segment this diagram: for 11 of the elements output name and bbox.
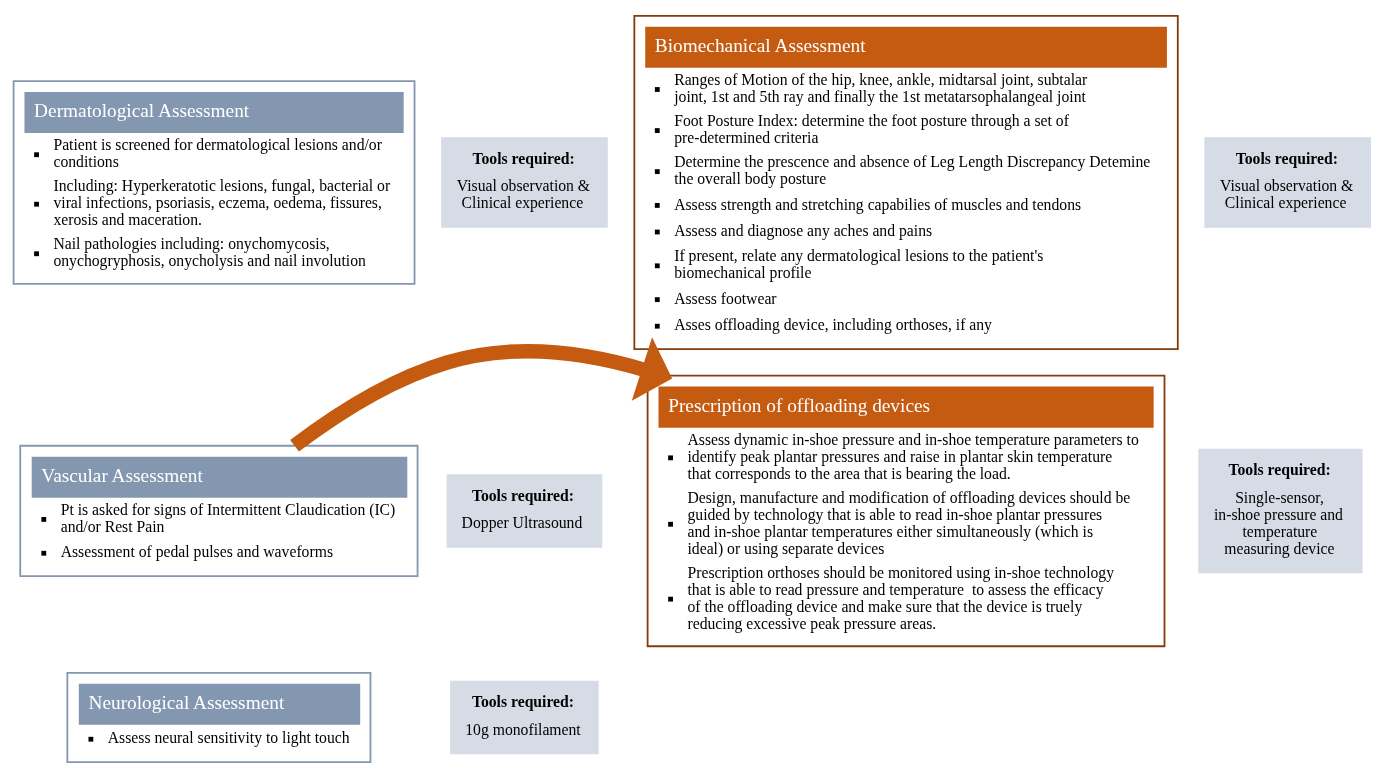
node-box: Neurological Assessment Assess neural sensitivity to light touch	[66, 671, 372, 764]
node-box: Tools required: Visual observation & Clinical experience	[441, 137, 608, 228]
node-box: Biomechanical Assessment Ranges of Motion of the hip, knee, ankle, midtarsal joint, subtalar joint, 1st and 5th ray and finally the 1st metatarsophalangeal joint Foot Posture Index: determine the foot posture through a set of pre-determined criteria Determine the prescence and absence of Leg Length Discrepancy Detemine the overall body posture Assess strength and stretching capabilies of muscles and tendons Assess and diagnose any aches and pains If present, relate any dermatological lesions to the patient's biomechanical profile Assess footwear Asses offloading device, including orthoses, if any	[633, 14, 1179, 351]
node-box: Tools required: 10g monofilament	[450, 680, 599, 755]
node-box: Tools required: Visual observation & Clinical experience	[1204, 137, 1371, 228]
node-box: Dermatological Assessment Patient is screened for dermatological lesions and/or conditions Including: Hyperkeratotic lesions, fungal, bacterial or viral infections, psoriasis, eczema, oedema, fissures, xerosis and maceration. Nail pathologies including: onychomycosis, onychogryphosis, onycholysis and nail involution	[12, 80, 416, 285]
node-box: Tools required: Single-sensor, in-shoe pressure and temperature measuring device	[1198, 448, 1363, 574]
node-box: Tools required: Dopper Ultrasound	[446, 474, 603, 548]
node-box: Prescription of offloading devices Assess dynamic in-shoe pressure and in-shoe temperature parameters to identify peak plantar pressures and raise in plantar skin temperature that corresponds to the area that is bearing the load. Design, manufacture and modification of offloading devices should be guided by technology that is able to read in-shoe plantar pressures and in-shoe plantar temperatures either simultaneously (which is ideal) or using separate devices Prescription orthoses should be monitored using in-shoe technology that is able to read pressure and temperature to assess the efficacy of the offloading device and make sure that the device is truely reducing excessive peak pressure areas.	[646, 374, 1166, 648]
node-box: Vascular Assessment Pt is asked for signs of Intermittent Claudication (IC) and/or Rest Pain Assessment of pedal pulses and waveforms	[19, 444, 419, 578]
arrow	[290, 337, 673, 452]
